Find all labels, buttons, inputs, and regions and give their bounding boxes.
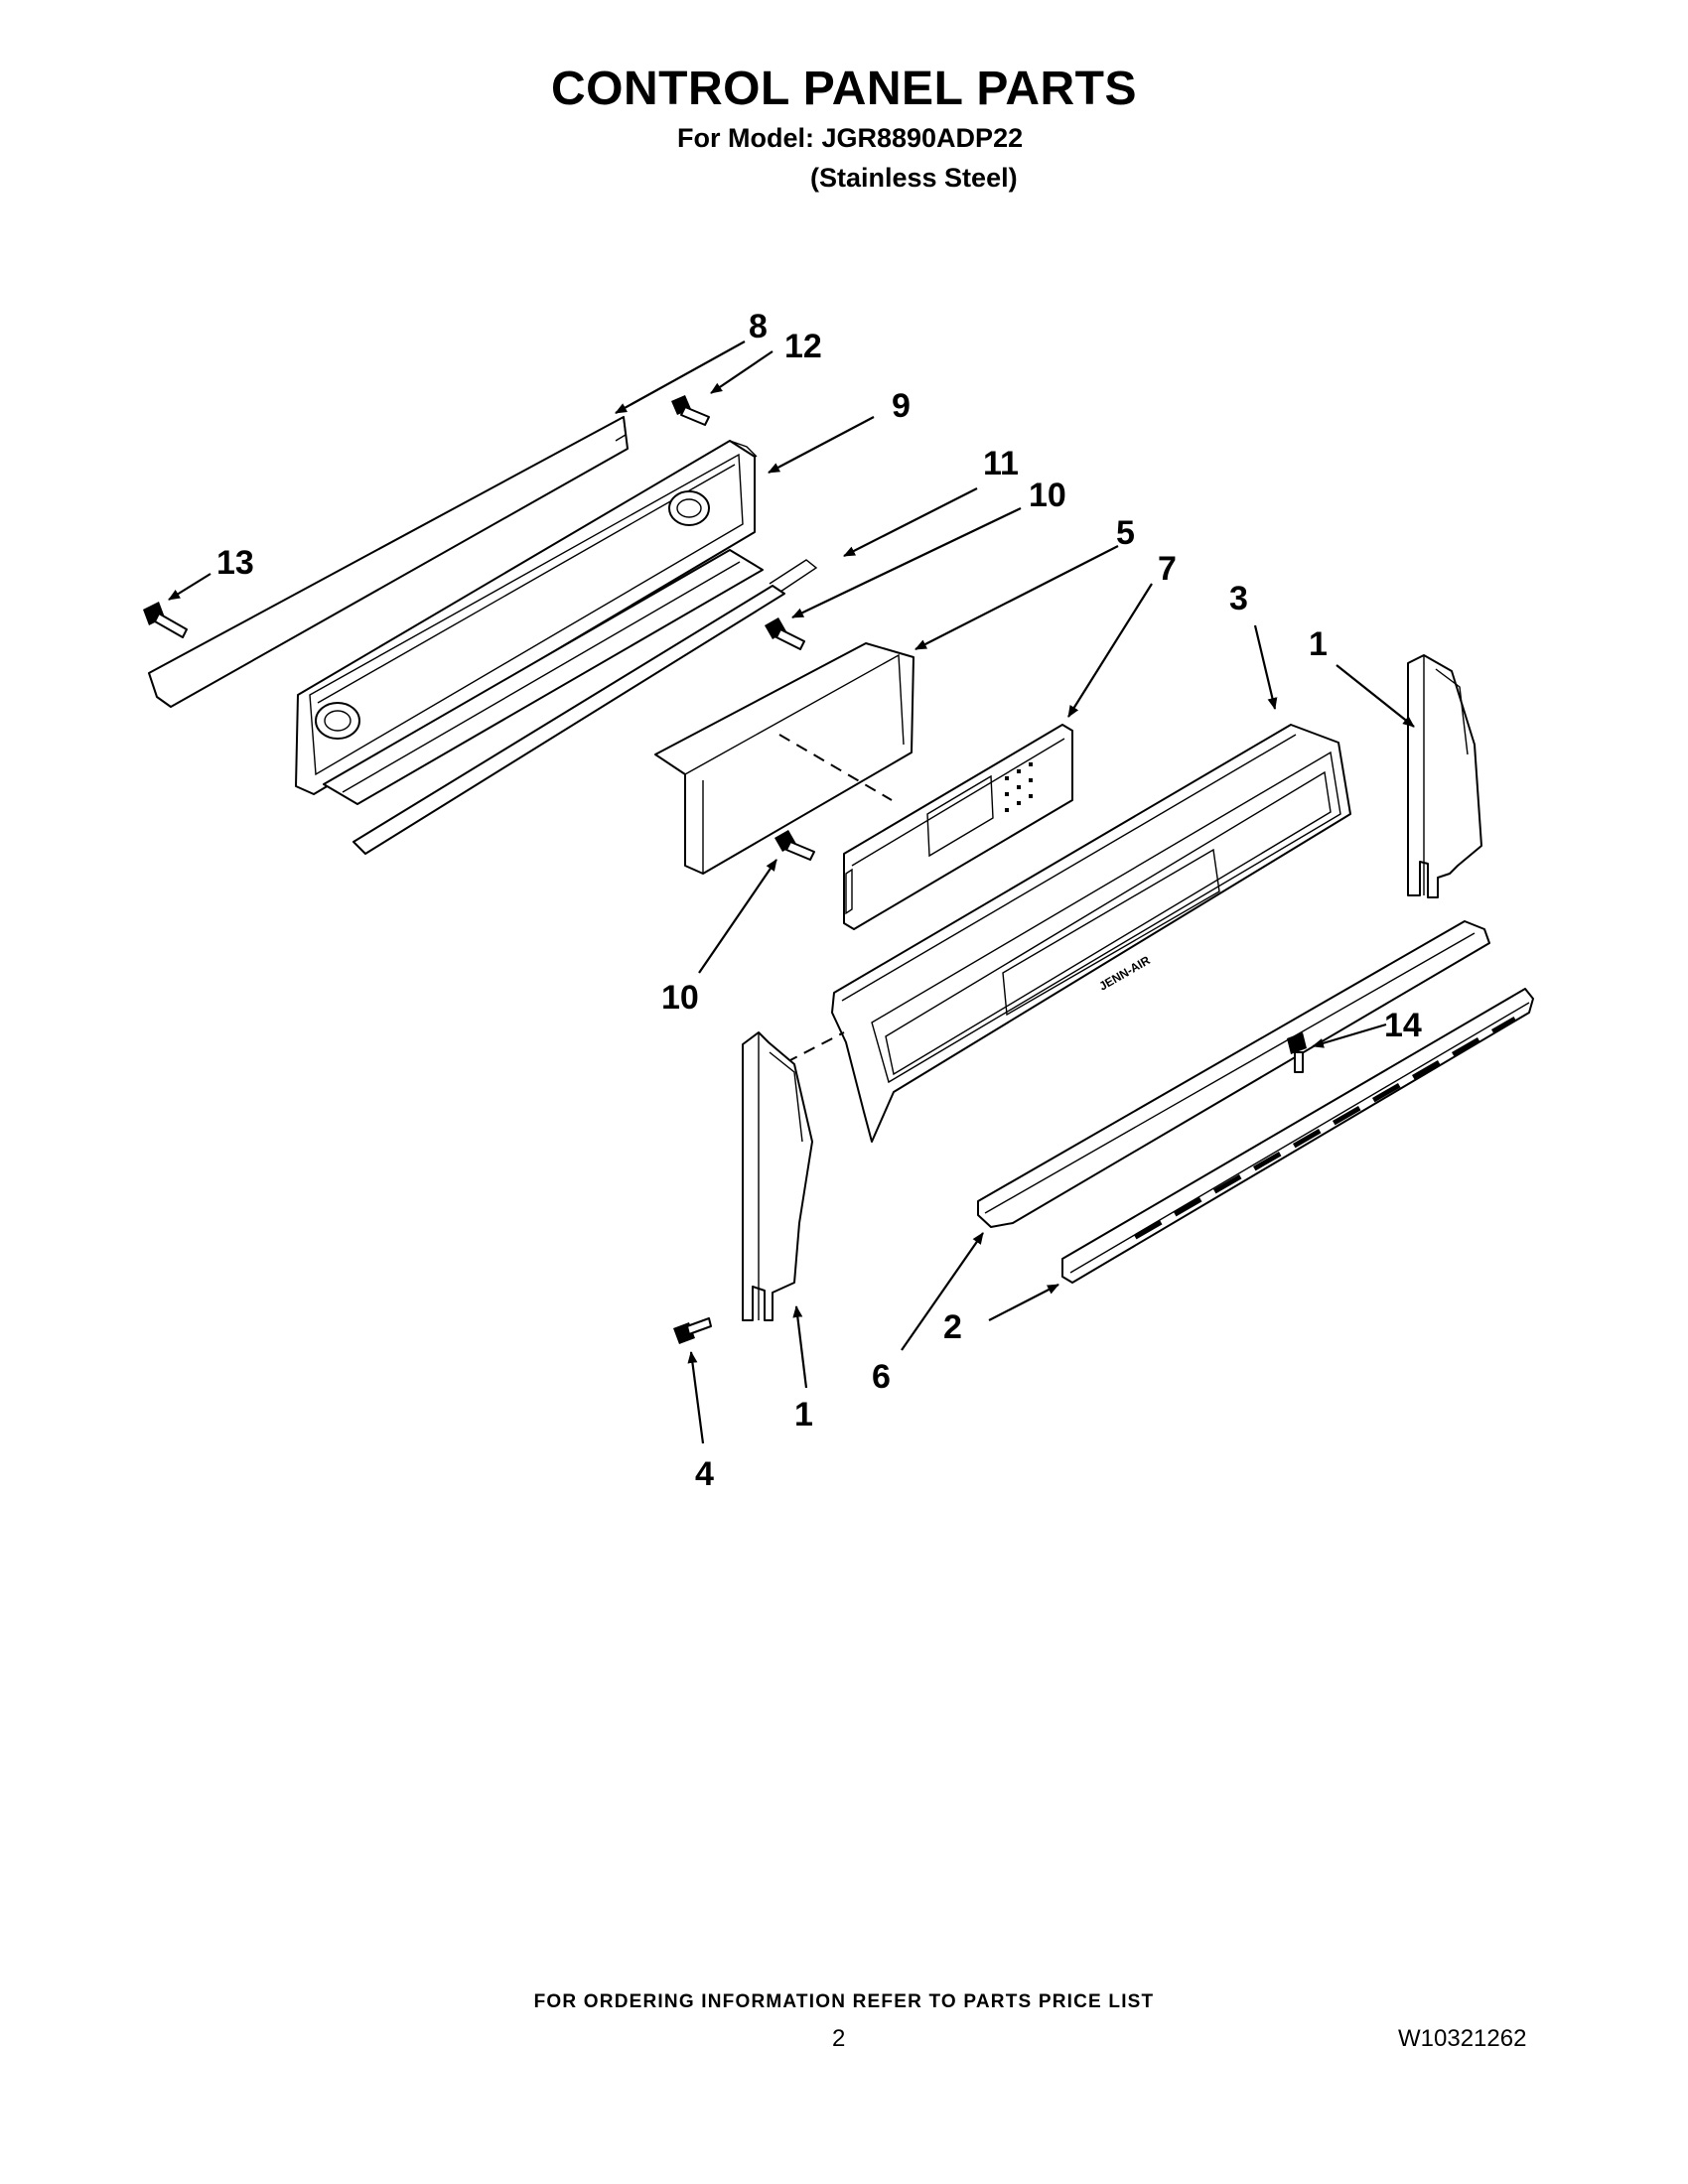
- part-3-control-panel-front: JENN-AIR: [831, 724, 1351, 1143]
- callout-4: 4: [695, 1455, 714, 1493]
- callout-5: 5: [1116, 514, 1135, 552]
- callout-1-right: 1: [1309, 625, 1328, 663]
- callout-12: 12: [784, 328, 822, 365]
- screw-13-icon: [143, 602, 188, 638]
- screw-12-icon: [671, 395, 710, 426]
- callout-6: 6: [872, 1358, 891, 1396]
- screw-14-icon: [1287, 1032, 1307, 1073]
- part-9-control-housing: [295, 440, 758, 795]
- screw-4-icon: [673, 1317, 712, 1344]
- callout-9: 9: [892, 387, 911, 425]
- screw-10-upper-icon: [765, 617, 805, 650]
- finish-line: (Stainless Steel): [810, 163, 1018, 193]
- page-title: CONTROL PANEL PARTS: [551, 63, 1137, 115]
- part-2-vent-strip: [1061, 988, 1534, 1284]
- callout-8: 8: [749, 308, 768, 345]
- model-line: For Model: JGR8890ADP22: [677, 123, 1024, 153]
- document-id: W10321262: [1398, 2025, 1527, 2052]
- callout-7: 7: [1158, 550, 1177, 588]
- callout-11: 11: [983, 445, 1019, 482]
- callout-2: 2: [943, 1308, 962, 1346]
- callout-3: 3: [1229, 580, 1248, 617]
- callout-1-left: 1: [794, 1396, 813, 1433]
- alignment-line-upper: [778, 734, 893, 801]
- part-1-right-end-cap: [1407, 654, 1482, 898]
- screw-10-lower-icon: [774, 830, 815, 861]
- page-number: 2: [832, 2025, 846, 2052]
- part-6-trim-strip: [977, 920, 1490, 1228]
- callout-14: 14: [1384, 1007, 1422, 1044]
- part-7-control-board: [843, 724, 1073, 930]
- part-8-rear-panel: [148, 416, 629, 708]
- ordering-note: FOR ORDERING INFORMATION REFER TO PARTS …: [533, 1991, 1155, 2012]
- part-1-left-end-cap: [742, 1031, 813, 1321]
- callout-13: 13: [216, 544, 254, 582]
- part-5-display-shield: [654, 642, 914, 875]
- callout-10-upper: 10: [1029, 477, 1066, 514]
- callout-10-lower: 10: [661, 979, 699, 1017]
- alignment-line-lower: [785, 1031, 845, 1063]
- part-9-lower-plate: [323, 549, 764, 805]
- part-11-bracket: [352, 559, 818, 855]
